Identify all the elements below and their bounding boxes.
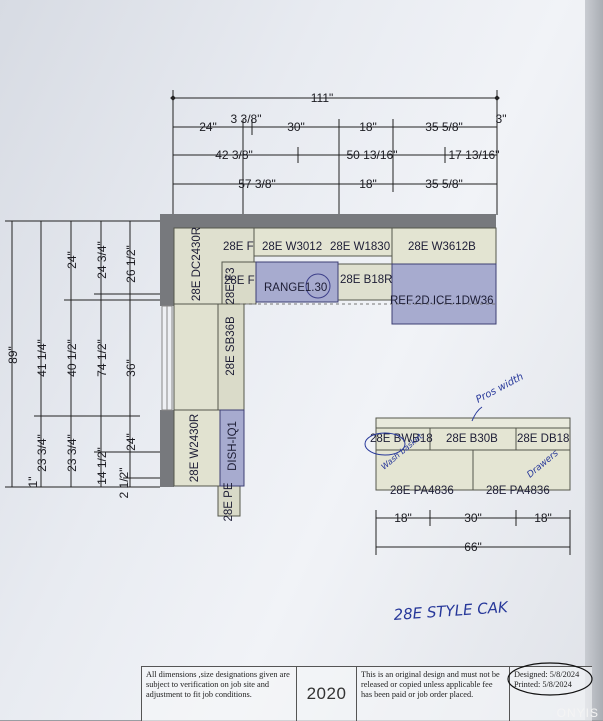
island-dim-1: 18" (394, 511, 412, 525)
range-appliance (255, 261, 339, 303)
refrigerator-label: REF.2D.ICE.1DW36 (390, 295, 494, 307)
left-dimension-lines (5, 220, 160, 488)
range-label: RANGE1.30 (264, 282, 327, 294)
dishwasher-label: DISH-IQ1 (227, 421, 239, 471)
dim-top-6: 3" (496, 112, 507, 126)
dim-left-2c: 23 3/4" (65, 434, 79, 472)
island-dim-2: 30" (464, 511, 482, 525)
island-dim-total: 66" (464, 540, 482, 554)
cab-w3012: 28E W3012 (262, 241, 322, 253)
walls (160, 214, 496, 487)
cab-db18: 28E DB18 (517, 433, 569, 445)
printed-date: Printed: 5/8/2024 (514, 680, 572, 689)
designed-date: Designed: 5/8/2024 (514, 670, 580, 679)
cab-f3: 28E F3 (225, 267, 237, 304)
disclaimer-copyright: This is an original design and must not … (357, 667, 510, 721)
dim-overall-height: 89" (6, 346, 20, 364)
dim-bot-1: 57 3/8" (238, 177, 276, 191)
panel-pa4836-left: 28E PA4836 (390, 485, 454, 497)
dim-left-2a: 24" (65, 251, 79, 269)
top-dimension-lines (172, 90, 498, 215)
dim-top-1: 24" (199, 120, 217, 134)
cab-w2430r: 28E W2430R (189, 414, 201, 482)
dim-top-3: 30" (287, 120, 305, 134)
logo-2020: 2020 (297, 667, 357, 721)
dim-top-4: 18" (359, 120, 377, 134)
dim-left-1a: 41 1/4" (35, 339, 49, 377)
dim-left-3b: 74 1/2" (95, 339, 109, 377)
paper-edge-shadow (585, 0, 603, 720)
dim-mid-1: 42 3/8" (215, 148, 253, 162)
window-opening (161, 305, 173, 411)
cab-w3612b: 28E W3612B (408, 241, 476, 253)
dim-top-5: 35 5/8" (425, 120, 463, 134)
dim-left-4c: 24" (124, 433, 138, 451)
top-dimension-ticks (170, 95, 500, 101)
note-style: 28E STYLE CAK (393, 598, 509, 624)
cab-w1830: 28E W1830 (330, 241, 390, 253)
dim-left-3c: 14 1/2" (95, 447, 109, 485)
dim-bot-2: 18" (359, 177, 377, 191)
dim-top-2: 3 3/8" (231, 112, 262, 126)
cab-b30b: 28E B30B (446, 433, 498, 445)
refrigerator-appliance (391, 263, 497, 325)
cab-f-small: 28E F (224, 275, 255, 287)
dim-mid-3: 17 13/16" (449, 148, 500, 162)
panel-pa4836-right: 28E PA4836 (486, 485, 550, 497)
island-dimension-lines (375, 510, 571, 555)
range-burner (305, 273, 331, 299)
dishwasher-appliance (219, 409, 245, 487)
dim-mid-2: 50 13/16" (347, 148, 398, 162)
disclaimer-dimensions: All dimensions ,size designations given … (142, 667, 297, 721)
island-dim-3: 18" (534, 511, 552, 525)
dim-left-4b: 36" (124, 359, 138, 377)
dim-left-4d: 2 1/2" (117, 468, 131, 499)
dim-left-3a: 24 3/4" (95, 241, 109, 279)
ink-arrow (471, 406, 483, 422)
dim-bot-3: 35 5/8" (425, 177, 463, 191)
watermark: ONYIS (556, 706, 599, 720)
dim-overall-width: 111" (311, 91, 334, 105)
cab-sb36b: 28E SB36B (225, 316, 237, 376)
note-pros-width: Pros width (474, 371, 525, 405)
dim-left-1c: 1" (26, 477, 40, 488)
ink-circle (364, 432, 406, 456)
cab-b18r: 28E B18R (340, 274, 392, 286)
island (375, 417, 571, 491)
cab-dc2430r: 28E DC2430R (191, 227, 203, 301)
cab-bwb18: 28E BWB18 (370, 433, 433, 445)
dim-left-4a: 26 1/2" (124, 245, 138, 283)
title-block: All dimensions ,size designations given … (141, 666, 592, 721)
dim-left-1b: 23 3/4" (35, 434, 49, 472)
cab-f-top: 28E F (223, 241, 254, 253)
cab-pe: 28E PE (223, 482, 235, 521)
dim-left-2b: 40 1/2" (65, 339, 79, 377)
